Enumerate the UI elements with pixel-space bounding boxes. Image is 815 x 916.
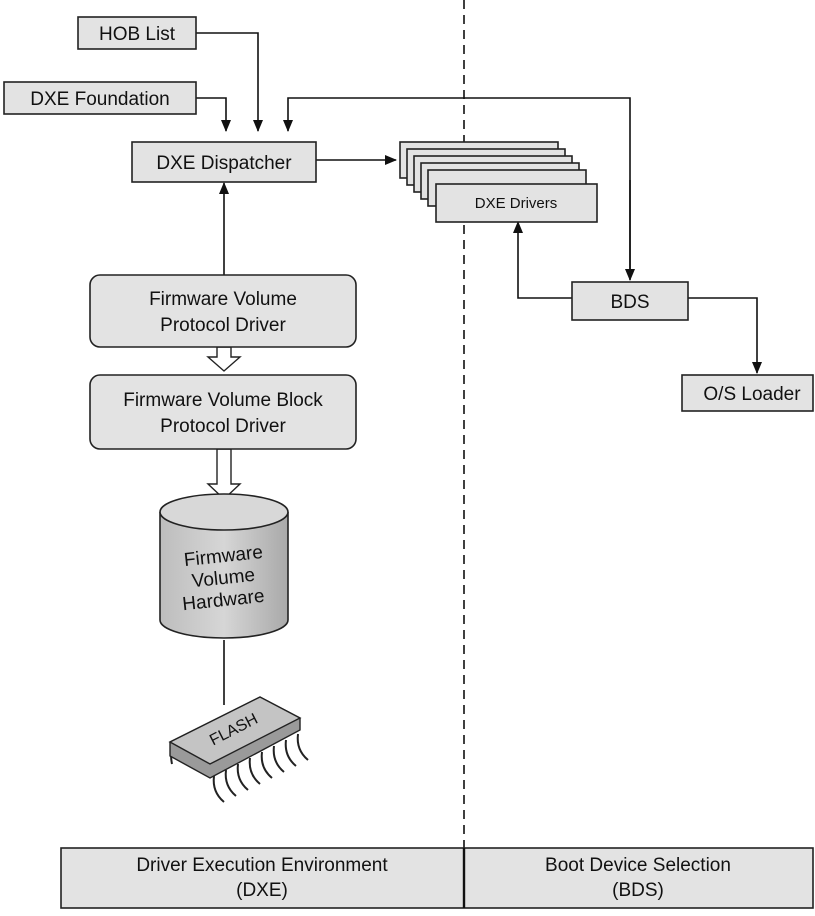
arrow-bds-to-drivers [513, 221, 572, 299]
phase-bds-line2: (BDS) [612, 880, 664, 901]
dxe-dispatcher-label: DXE Dispatcher [156, 153, 292, 174]
arrow-bds-to-osloader [688, 297, 762, 374]
bds-label: BDS [610, 292, 649, 313]
dxe-drivers-label: DXE Drivers [475, 195, 558, 212]
node-hob-list: HOB List [77, 16, 197, 50]
fvb-protocol-driver-line1: Firmware Volume Block [123, 390, 323, 411]
phase-footer: Driver Execution Environment (DXE) Boot … [60, 847, 814, 909]
hollow-arrow-fv-to-fvb [206, 346, 242, 372]
node-fvb-protocol-driver: Firmware Volume Block Protocol Driver [89, 374, 357, 450]
flash-chip-icon: FLASH [168, 696, 309, 803]
node-dxe-dispatcher: DXE Dispatcher [131, 141, 317, 183]
os-loader-label: O/S Loader [703, 384, 801, 405]
fv-protocol-driver-line2: Protocol Driver [160, 315, 286, 336]
node-fv-protocol-driver: Firmware Volume Protocol Driver [89, 274, 357, 348]
node-os-loader: O/S Loader [681, 374, 814, 412]
fvb-protocol-driver-line2: Protocol Driver [160, 416, 286, 437]
node-dxe-drivers-stack: DXE Drivers [399, 141, 598, 223]
node-bds: BDS [571, 281, 689, 321]
arrow-foundation-to-dispatcher [196, 97, 231, 132]
hob-list-label: HOB List [99, 24, 176, 45]
phase-dxe-line1: Driver Execution Environment [136, 855, 388, 876]
connectors [196, 32, 762, 705]
dxe-foundation-label: DXE Foundation [30, 89, 169, 110]
arrow-hob-to-dispatcher [196, 32, 263, 132]
phase-bds-line1: Boot Device Selection [545, 855, 731, 876]
node-fv-hardware-cylinder: Firmware Volume Hardware [159, 493, 289, 639]
hollow-arrow-fvb-to-hardware [206, 448, 242, 500]
phase-dxe-line2: (DXE) [236, 880, 288, 901]
node-dxe-foundation: DXE Foundation [3, 81, 197, 115]
fv-protocol-driver-line1: Firmware Volume [149, 289, 297, 310]
